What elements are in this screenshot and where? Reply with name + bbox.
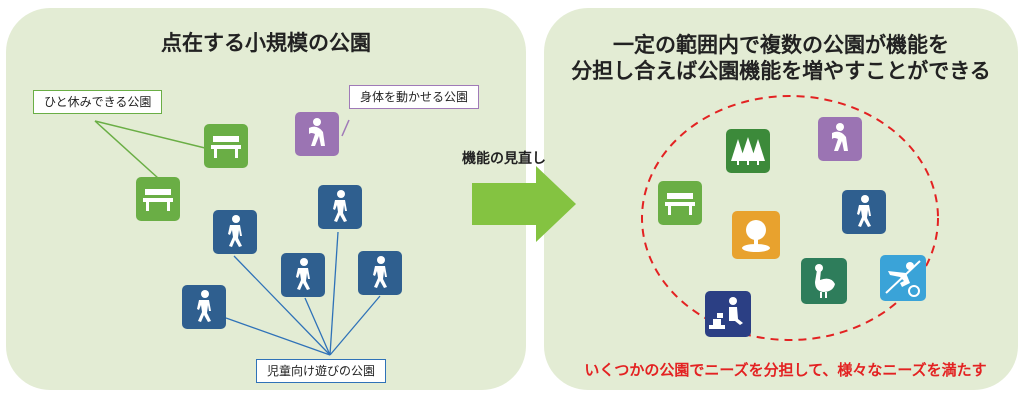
soccer-icon (880, 255, 926, 301)
connector-rest-2 (94, 120, 159, 179)
left-panel (6, 8, 526, 390)
right-title-line1: 一定の範囲内で複数の公園が機能を (613, 33, 949, 57)
connector-kids-1 (233, 255, 331, 356)
right-title-line2: 分担し合えば公園機能を増やすことができる (571, 59, 991, 83)
connector-rest-1 (94, 120, 206, 149)
right-title: 一定の範囲内で複数の公園が機能を 分担し合えば公園機能を増やすことができる (544, 32, 1018, 84)
walking-child-icon (281, 253, 325, 297)
bench-icon (658, 181, 702, 225)
callout-rest-park: ひと休みできる公園 (33, 90, 163, 114)
left-title: 点在する小規模の公園 (161, 31, 371, 55)
walking-child-icon (358, 251, 402, 295)
walking-child-icon (842, 190, 886, 234)
right-panel (544, 8, 1018, 390)
callout-exercise-park: 身体を動かせる公園 (349, 85, 480, 109)
review-arrow (472, 166, 576, 242)
exercise-icon (818, 117, 862, 161)
bird-icon (801, 258, 847, 304)
connector-body (341, 119, 350, 137)
bench-icon (204, 124, 248, 168)
exercise-icon (295, 112, 339, 156)
forest-icon (726, 129, 770, 173)
walking-child-icon (182, 285, 226, 329)
connector-kids-5 (225, 317, 331, 356)
bench-icon (136, 177, 180, 221)
connector-kids-3 (304, 297, 331, 356)
sandbox-icon (705, 291, 751, 337)
callout-kids-park: 児童向け遊びの公園 (256, 359, 387, 383)
arrow-label: 機能の見直し (462, 151, 546, 167)
walking-child-icon (318, 185, 362, 229)
walking-child-icon (213, 210, 257, 254)
connector-kids-4 (329, 295, 381, 356)
plaza-icon (732, 211, 780, 259)
service-area-circle (641, 95, 939, 341)
connector-kids-2 (329, 231, 339, 356)
bottom-caption: いくつかの公園でニーズを分担して、様々なニーズを満たす (584, 361, 987, 379)
